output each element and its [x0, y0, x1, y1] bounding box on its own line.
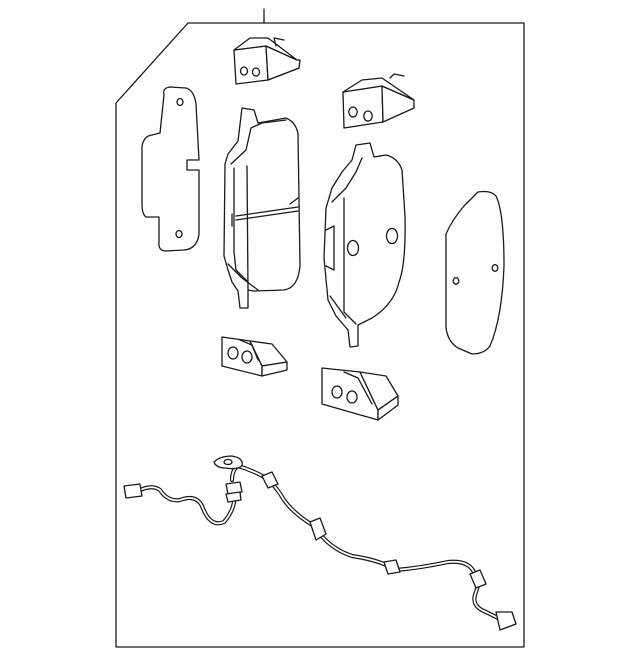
kit-outline	[115, 8, 525, 648]
clip-bottom-right	[321, 367, 399, 421]
wear-sensor-wire	[123, 455, 517, 631]
shim-right	[445, 190, 505, 355]
brake-pad-inner	[223, 107, 301, 309]
clip-bottom-left	[221, 336, 288, 377]
clip-top-right	[342, 73, 415, 129]
shim-left	[141, 86, 200, 252]
clip-top-left	[233, 37, 301, 85]
brake-pad-outer	[323, 142, 406, 348]
